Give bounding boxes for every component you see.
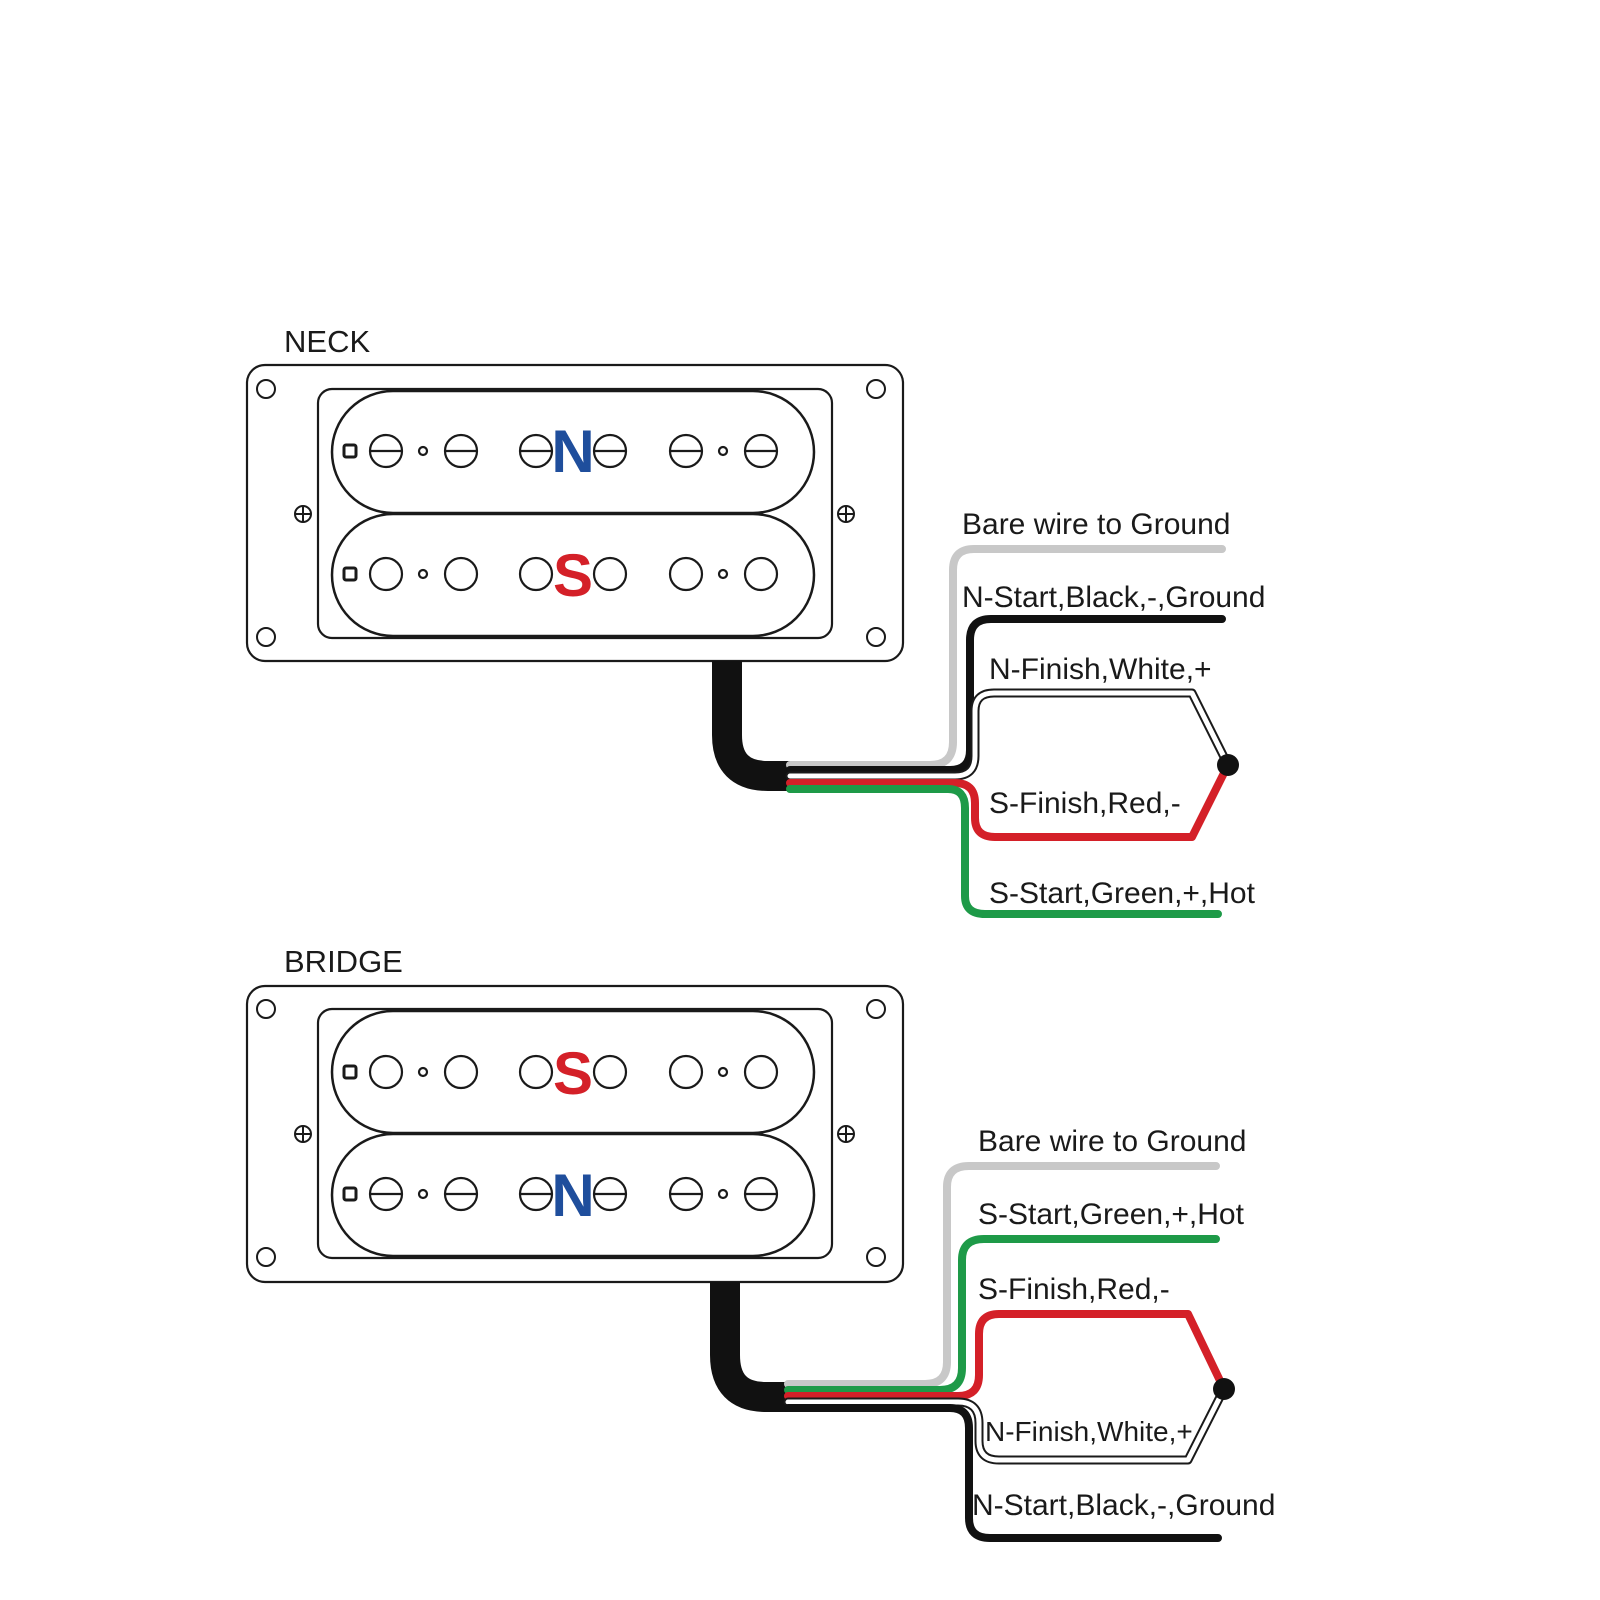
screw-hole-icon: [866, 1247, 886, 1267]
neck-title: NECK: [284, 324, 370, 359]
neck-wire-label-black: N-Start,Black,-,Ground: [962, 581, 1265, 614]
bridge-solder-joint-icon: [1213, 1378, 1235, 1400]
neck-wire-green: [786, 785, 1222, 918]
neck-wire-label-bare: Bare wire to Ground: [962, 508, 1230, 541]
bridge-wire-label-black: N-Start,Black,-,Ground: [972, 1489, 1275, 1522]
bridge-wire-red: [784, 1310, 1228, 1400]
bridge-wire-bare: [784, 1162, 1220, 1388]
neck-wire-bare: [786, 545, 1226, 769]
neck-solder-joint-icon: [1217, 754, 1239, 776]
bridge-bottom-coil: [330, 1132, 816, 1258]
neck-wire-red: [786, 761, 1232, 841]
bridge-top-coil-polarity: S: [553, 1040, 593, 1107]
bridge-pickup: BRIDGE: [245, 944, 1275, 1542]
bridge-bottom-pole-pieces: [342, 1176, 779, 1212]
bridge-wire-black: [784, 1404, 1222, 1542]
bridge-wires: [783, 1162, 1229, 1542]
neck-bottom-coil-polarity: S: [553, 542, 593, 609]
neck-wire-label-white: N-Finish,White,+: [989, 653, 1212, 686]
neck-pickup: NECK: [245, 324, 1265, 918]
screw-hole-icon: [866, 627, 886, 647]
height-screw-icon: [837, 505, 855, 523]
height-screw-icon: [837, 1125, 855, 1143]
neck-wire-label-green: S-Start,Green,+,Hot: [989, 877, 1256, 910]
bridge-wire-label-bare: Bare wire to Ground: [978, 1125, 1246, 1158]
bridge-wire-label-green: S-Start,Green,+,Hot: [978, 1198, 1245, 1231]
neck-wire-black: [786, 615, 1226, 774]
neck-bottom-pole-pieces: [342, 556, 779, 592]
neck-wires: [785, 545, 1233, 918]
screw-hole-icon: [256, 627, 276, 647]
bridge-title: BRIDGE: [284, 944, 403, 979]
height-screw-icon: [294, 1125, 312, 1143]
bridge-wire-label-red: S-Finish,Red,-: [978, 1273, 1170, 1306]
screw-hole-icon: [256, 1247, 276, 1267]
screw-hole-icon: [256, 379, 276, 399]
height-screw-icon: [294, 505, 312, 523]
bridge-cable: [710, 1282, 788, 1412]
screw-hole-icon: [256, 999, 276, 1019]
neck-wire-label-red: S-Finish,Red,-: [989, 787, 1181, 820]
screw-hole-icon: [866, 379, 886, 399]
bridge-top-pole-pieces: [342, 1054, 779, 1090]
bridge-wire-label-white: N-Finish,White,+: [985, 1416, 1193, 1447]
screw-hole-icon: [866, 999, 886, 1019]
neck-top-pole-pieces: [342, 433, 779, 469]
bridge-wire-green: [784, 1235, 1220, 1394]
neck-bottom-coil: [330, 512, 816, 638]
neck-top-coil-polarity: N: [551, 418, 594, 485]
bridge-bottom-coil-polarity: N: [551, 1162, 594, 1229]
neck-cable: [712, 661, 790, 791]
